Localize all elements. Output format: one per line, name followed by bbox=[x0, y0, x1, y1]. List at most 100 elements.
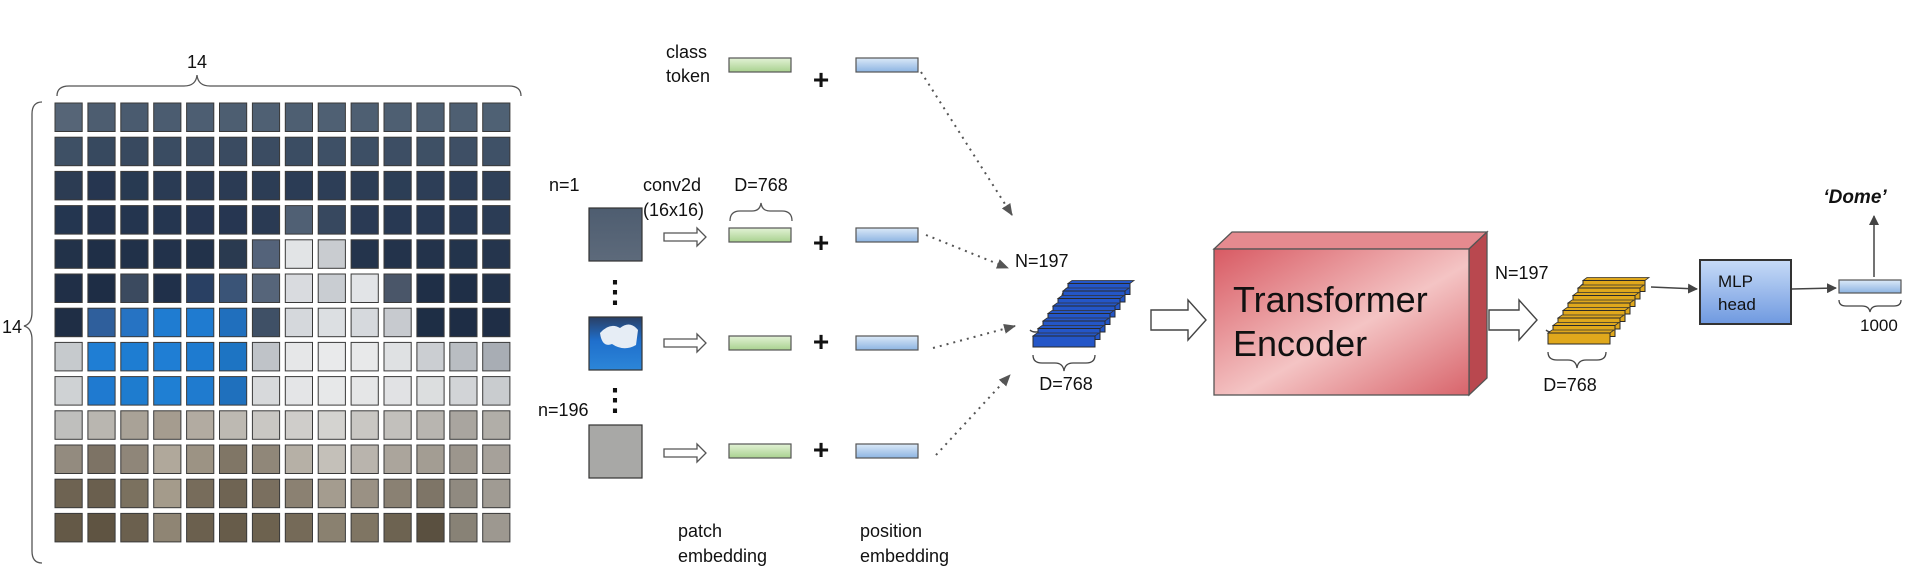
image-patch bbox=[482, 512, 511, 543]
image-patch bbox=[251, 341, 281, 372]
image-patch bbox=[383, 444, 412, 474]
image-patch bbox=[317, 307, 346, 338]
image-patch bbox=[120, 102, 149, 132]
image-patch bbox=[383, 205, 412, 235]
arrow-hollow bbox=[1488, 298, 1538, 342]
image-patch bbox=[416, 307, 445, 338]
plus-sign: + bbox=[813, 227, 829, 258]
transformer-encoder-block bbox=[1212, 230, 1489, 397]
image-patch bbox=[251, 205, 281, 235]
image-patch bbox=[186, 136, 215, 167]
image-patch bbox=[284, 376, 313, 406]
image-patch bbox=[482, 205, 511, 235]
image-patch bbox=[54, 273, 83, 303]
image-patch bbox=[153, 136, 182, 167]
class-count-label: 1000 bbox=[1860, 316, 1898, 335]
image-patch bbox=[416, 136, 445, 167]
image-patch bbox=[383, 273, 412, 303]
image-patch bbox=[120, 376, 149, 406]
arrow-hollow bbox=[663, 332, 707, 354]
image-patch bbox=[416, 444, 445, 474]
grid-height-label: 14 bbox=[2, 317, 22, 337]
position-embedding-label-2: embedding bbox=[860, 546, 949, 566]
image-patch bbox=[482, 444, 511, 474]
image-patch bbox=[317, 102, 346, 132]
sequence-d-brace bbox=[1032, 354, 1096, 372]
position-embedding-196 bbox=[855, 443, 919, 459]
image-patch bbox=[416, 273, 445, 303]
image-patch bbox=[120, 170, 149, 201]
image-patch bbox=[383, 307, 412, 338]
image-patch bbox=[482, 376, 511, 406]
image-patch bbox=[350, 512, 379, 543]
image-patch bbox=[350, 136, 379, 167]
image-patch bbox=[482, 170, 511, 201]
image-patch bbox=[87, 512, 116, 543]
image-patch bbox=[251, 239, 281, 269]
class-token-label-2: token bbox=[666, 66, 710, 86]
vertical-dots: ⋮ bbox=[600, 384, 630, 417]
image-patch bbox=[350, 444, 379, 474]
image-patch bbox=[284, 102, 313, 132]
image-patch bbox=[449, 273, 478, 303]
image-patch bbox=[251, 512, 281, 543]
image-patch bbox=[186, 512, 215, 543]
image-patch bbox=[120, 341, 149, 372]
image-patch bbox=[284, 512, 313, 543]
image-patch bbox=[186, 170, 215, 201]
image-patch bbox=[416, 376, 445, 406]
sequence-n-label: N=197 bbox=[1015, 251, 1069, 271]
image-patch bbox=[284, 341, 313, 372]
image-patch bbox=[153, 239, 182, 269]
image-patch bbox=[449, 205, 478, 235]
image-patch bbox=[383, 239, 412, 269]
class-output-vector bbox=[1838, 279, 1902, 294]
image-patch bbox=[87, 136, 116, 167]
image-patch bbox=[186, 239, 215, 269]
conv2d-kernel-label: (16x16) bbox=[643, 200, 704, 220]
image-patch-grid bbox=[54, 102, 511, 543]
image-patch bbox=[284, 136, 313, 167]
sequence-d-label: D=768 bbox=[1039, 374, 1093, 394]
token-slab bbox=[1547, 332, 1611, 345]
image-patch bbox=[251, 273, 281, 303]
image-patch bbox=[251, 102, 281, 132]
patch-d-brace bbox=[729, 202, 793, 222]
image-patch bbox=[54, 239, 83, 269]
image-patch bbox=[383, 341, 412, 372]
image-patch bbox=[186, 376, 215, 406]
position-embedding-1 bbox=[855, 227, 919, 243]
plus-sign: + bbox=[813, 64, 829, 95]
image-patch bbox=[284, 273, 313, 303]
image-patch bbox=[383, 102, 412, 132]
image-patch bbox=[350, 307, 379, 338]
grid-width-label: 14 bbox=[187, 52, 207, 72]
image-patch bbox=[219, 170, 248, 201]
mlp-head-block bbox=[1699, 259, 1792, 325]
image-patch bbox=[251, 410, 281, 440]
image-patch bbox=[251, 478, 281, 509]
class-token-label: class bbox=[666, 42, 707, 62]
image-patch bbox=[54, 102, 83, 132]
vertical-dots: ⋮ bbox=[600, 276, 630, 309]
patch-2-thumbnail bbox=[588, 316, 643, 371]
image-patch bbox=[482, 102, 511, 132]
image-patch bbox=[251, 307, 281, 338]
image-patch bbox=[449, 170, 478, 201]
image-patch bbox=[54, 512, 83, 543]
image-patch bbox=[449, 239, 478, 269]
image-patch bbox=[54, 478, 83, 509]
arrow-hollow bbox=[1150, 298, 1207, 342]
arrow-hollow bbox=[663, 226, 707, 248]
image-patch bbox=[350, 205, 379, 235]
image-patch bbox=[219, 102, 248, 132]
image-patch bbox=[186, 478, 215, 509]
grid-height-brace bbox=[23, 101, 43, 564]
image-patch bbox=[153, 170, 182, 201]
image-patch bbox=[284, 205, 313, 235]
class-token-embedding bbox=[728, 57, 792, 73]
image-patch bbox=[449, 307, 478, 338]
image-patch bbox=[482, 239, 511, 269]
mlp-head-label-2: head bbox=[1718, 295, 1756, 314]
image-patch bbox=[350, 341, 379, 372]
